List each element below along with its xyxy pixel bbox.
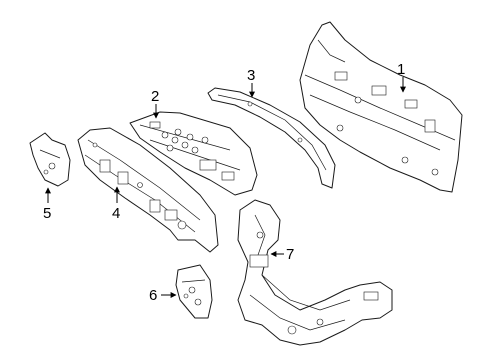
callout-label-6: 6 bbox=[149, 287, 157, 304]
callout-1: 1 bbox=[397, 61, 406, 93]
callout-label-1: 1 bbox=[397, 61, 405, 78]
part-1-rear-panel bbox=[299, 21, 463, 193]
callout-6: 6 bbox=[149, 287, 177, 304]
part-6-plate bbox=[175, 264, 213, 319]
part-5-bracket bbox=[29, 132, 71, 187]
callout-7: 7 bbox=[270, 246, 294, 263]
callout-label-7: 7 bbox=[286, 246, 294, 263]
callout-label-2: 2 bbox=[151, 88, 159, 105]
callout-4: 4 bbox=[112, 186, 120, 222]
callout-label-5: 5 bbox=[43, 205, 51, 222]
callout-label-3: 3 bbox=[247, 67, 255, 84]
callout-label-4: 4 bbox=[112, 205, 120, 222]
part-2-parcel-shelf bbox=[129, 111, 258, 196]
callout-2: 2 bbox=[151, 88, 159, 119]
callout-3: 3 bbox=[247, 67, 255, 98]
part-7-rear-frame bbox=[237, 199, 393, 346]
part-3-rail bbox=[207, 87, 336, 189]
callout-5: 5 bbox=[43, 187, 51, 222]
